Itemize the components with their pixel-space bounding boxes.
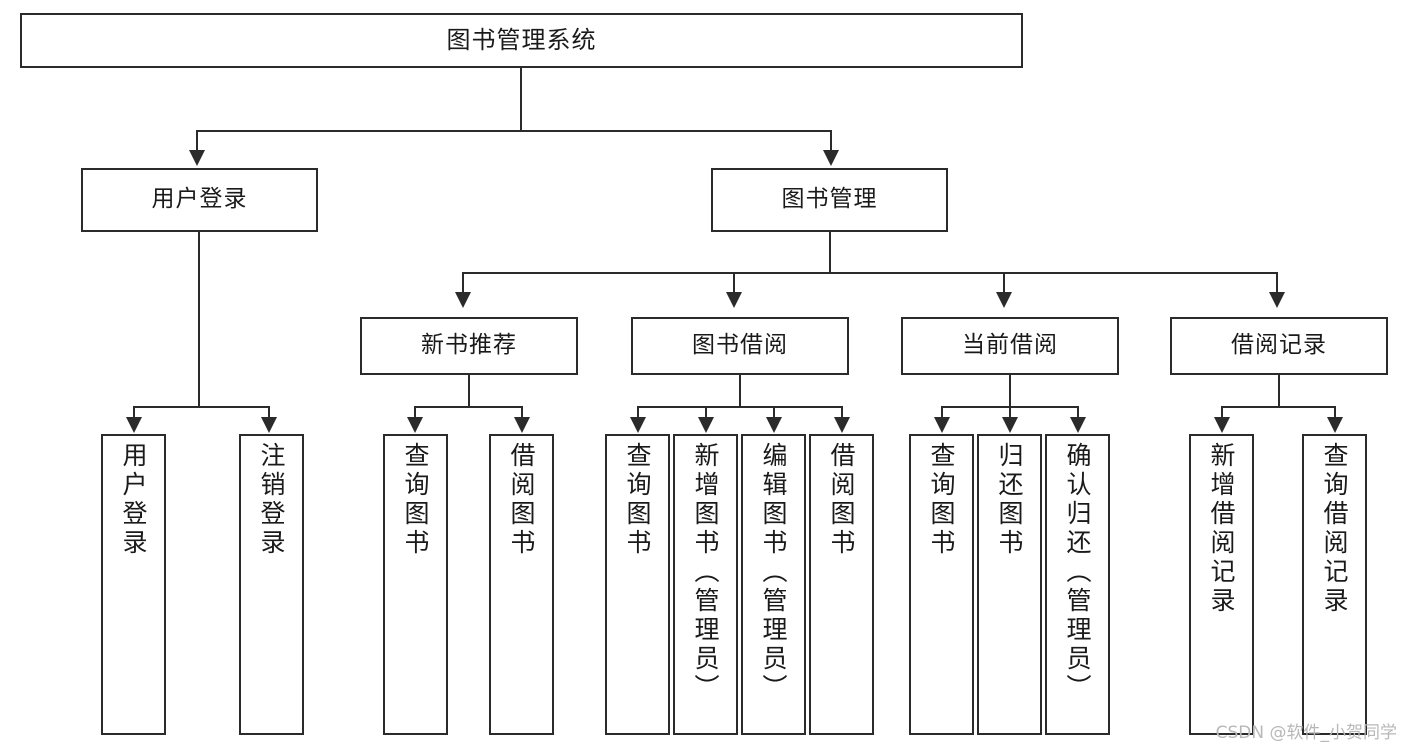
- node-label: 借阅图书: [507, 442, 536, 558]
- connector-new-book-stem: [468, 375, 470, 408]
- connector-user-login-leaf2: [268, 406, 270, 420]
- node-label: 注销登录: [257, 442, 286, 558]
- connector-borrow-record-leaf1: [1221, 406, 1223, 420]
- node-label: 新增图书（管理员）: [691, 442, 720, 703]
- connector-user-login-leaf1: [133, 406, 135, 420]
- connector-borrow-record-leaf2: [1334, 406, 1336, 420]
- arrow-to-leaf-query-book-2: [630, 417, 646, 433]
- connector-book-borrow-leaf1: [637, 406, 639, 420]
- arrow-to-borrow-record: [1269, 292, 1285, 308]
- node-book-management[interactable]: 图书管理: [711, 168, 948, 232]
- arrow-to-leaf-edit-book: [766, 417, 782, 433]
- connector-new-book-leaf1: [414, 406, 416, 420]
- arrow-to-book-management: [823, 150, 839, 166]
- connector-book-borrow-bus: [637, 406, 843, 408]
- node-label: 新书推荐: [421, 332, 517, 359]
- arrow-to-current-borrow: [996, 292, 1012, 308]
- connector-new-book-leaf2: [521, 406, 523, 420]
- node-book-borrow[interactable]: 图书借阅: [631, 317, 849, 375]
- leaf-query-book-recommend[interactable]: 查询图书: [383, 434, 448, 735]
- connector-root-to-book-management: [830, 130, 832, 152]
- leaf-query-book-current[interactable]: 查询图书: [909, 434, 974, 735]
- node-label: 当前借阅: [962, 332, 1058, 359]
- connector-book-borrow-leaf3: [773, 406, 775, 420]
- connector-borrow-record-stem: [1278, 375, 1280, 408]
- node-label: 确认归还（管理员）: [1063, 442, 1092, 703]
- arrow-to-new-book-recommend: [455, 292, 471, 308]
- connector-borrow-record-bus: [1221, 406, 1336, 408]
- leaf-query-book-borrow[interactable]: 查询图书: [605, 434, 670, 735]
- node-label: 借阅图书: [827, 442, 856, 558]
- arrow-to-leaf-add-record: [1214, 417, 1230, 433]
- connector-to-book-borrow: [733, 272, 735, 294]
- leaf-borrow-book[interactable]: 借阅图书: [809, 434, 874, 735]
- node-label: 查询图书: [623, 442, 652, 558]
- connector-to-new-book-recommend: [462, 272, 464, 294]
- connector-user-login-stem: [198, 232, 200, 406]
- arrow-to-leaf-query-book-1: [407, 417, 423, 433]
- node-root-book-management-system[interactable]: 图书管理系统: [20, 13, 1023, 68]
- connector-to-borrow-record: [1276, 272, 1278, 294]
- node-label: 归还图书: [995, 442, 1024, 558]
- node-label: 查询图书: [927, 442, 956, 558]
- leaf-query-borrow-record[interactable]: 查询借阅记录: [1302, 434, 1367, 735]
- node-label: 用户登录: [119, 442, 148, 558]
- connector-root-stem: [520, 68, 522, 130]
- arrow-to-leaf-query-book-3: [934, 417, 950, 433]
- leaf-edit-book-admin[interactable]: 编辑图书（管理员）: [741, 434, 806, 735]
- arrow-to-leaf-logout: [261, 417, 277, 433]
- watermark-text: CSDN @软件_小贺同学: [1215, 723, 1397, 743]
- node-label: 借阅记录: [1231, 332, 1327, 359]
- arrow-to-leaf-borrow-book-2: [834, 417, 850, 433]
- leaf-return-book[interactable]: 归还图书: [977, 434, 1042, 735]
- node-label: 查询图书: [401, 442, 430, 558]
- node-label: 图书管理系统: [446, 26, 597, 55]
- arrow-to-leaf-query-record: [1327, 417, 1343, 433]
- arrow-to-book-borrow: [726, 292, 742, 308]
- arrow-to-leaf-borrow-book-1: [514, 417, 530, 433]
- node-user-login[interactable]: 用户登录: [81, 168, 318, 232]
- leaf-logout[interactable]: 注销登录: [239, 434, 304, 735]
- leaf-confirm-return-admin[interactable]: 确认归还（管理员）: [1045, 434, 1110, 735]
- connector-level3-bus: [462, 272, 1277, 274]
- node-label: 查询借阅记录: [1320, 442, 1349, 616]
- leaf-user-login[interactable]: 用户登录: [101, 434, 166, 735]
- node-label: 图书借阅: [692, 332, 788, 359]
- connector-user-login-bus: [133, 406, 268, 408]
- connector-root-to-user-login: [196, 130, 198, 152]
- arrow-to-user-login: [189, 150, 205, 166]
- connector-current-borrow-leaf1: [941, 406, 943, 420]
- leaf-borrow-book-recommend[interactable]: 借阅图书: [489, 434, 554, 735]
- connector-root-bus: [196, 130, 832, 132]
- node-label: 用户登录: [151, 186, 248, 213]
- connector-new-book-bus: [414, 406, 523, 408]
- leaf-add-borrow-record[interactable]: 新增借阅记录: [1189, 434, 1254, 735]
- arrow-to-leaf-user-login: [126, 417, 142, 433]
- node-borrow-record[interactable]: 借阅记录: [1170, 317, 1388, 375]
- node-new-book-recommend[interactable]: 新书推荐: [360, 317, 578, 375]
- connector-book-borrow-leaf2: [705, 406, 707, 420]
- node-current-borrow[interactable]: 当前借阅: [901, 317, 1119, 375]
- connector-book-management-stem: [829, 232, 831, 272]
- node-label: 新增借阅记录: [1207, 442, 1236, 616]
- leaf-add-book-admin[interactable]: 新增图书（管理员）: [673, 434, 738, 735]
- connector-book-borrow-leaf4: [841, 406, 843, 420]
- connector-current-borrow-leaf3: [1077, 406, 1079, 420]
- arrow-to-leaf-confirm-return: [1070, 417, 1086, 433]
- connector-to-current-borrow: [1003, 272, 1005, 294]
- arrow-to-leaf-return-book: [1002, 417, 1018, 433]
- node-label: 编辑图书（管理员）: [759, 442, 788, 703]
- connector-current-borrow-leaf2: [1009, 406, 1011, 420]
- connector-book-borrow-stem: [739, 375, 741, 408]
- node-label: 图书管理: [781, 186, 878, 213]
- arrow-to-leaf-add-book: [698, 417, 714, 433]
- connector-current-borrow-stem: [1009, 375, 1011, 408]
